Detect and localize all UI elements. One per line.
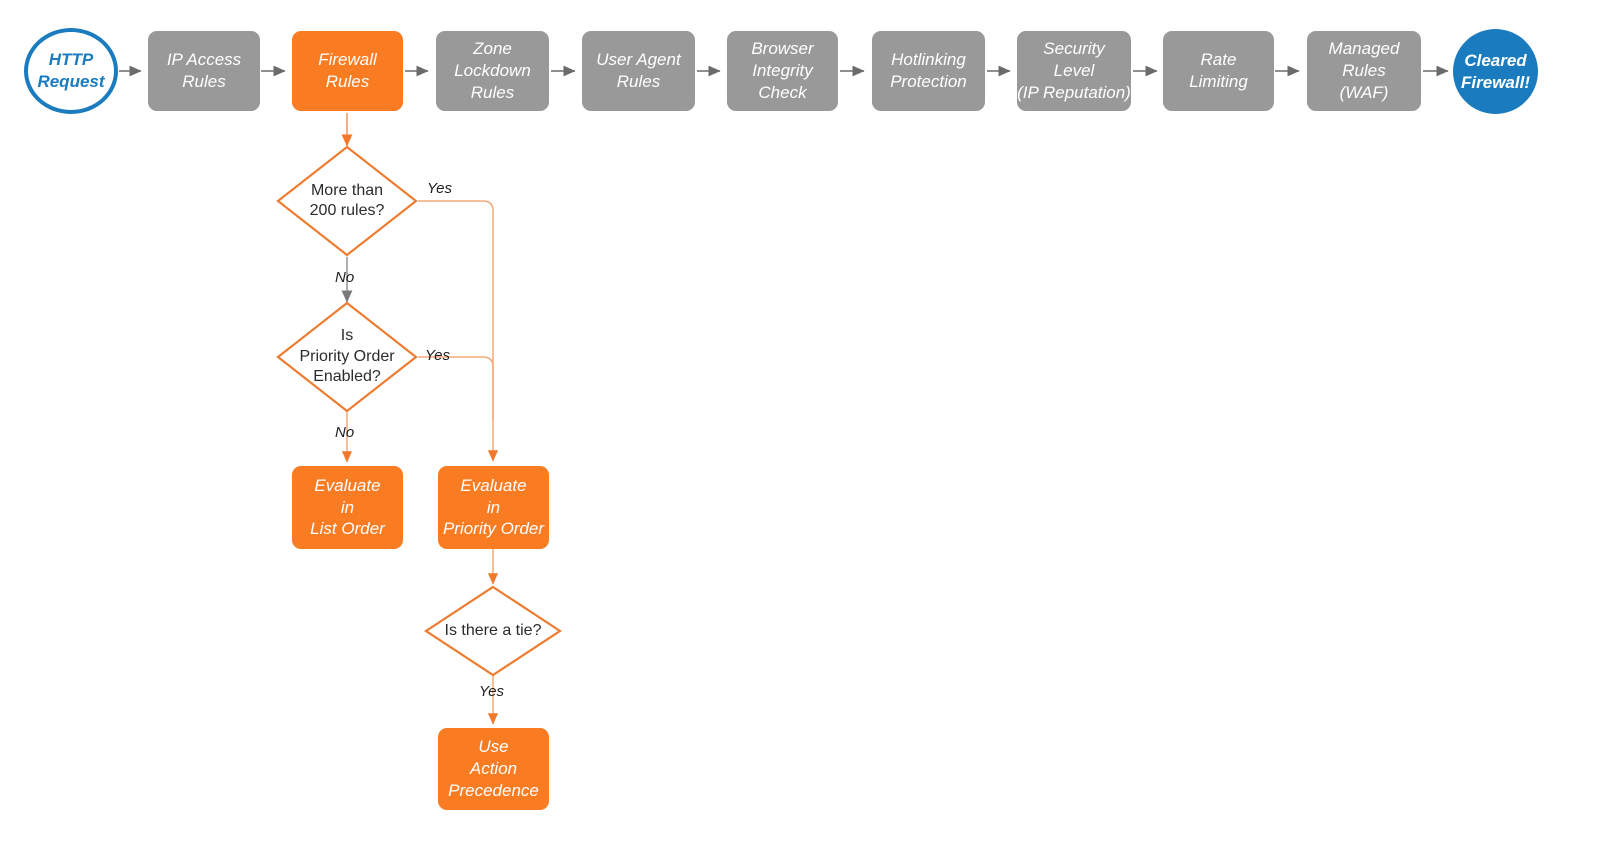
node-zone-lockdown-rules-label: Zone Lockdown Rules bbox=[454, 39, 531, 102]
node-use-action-precedence[interactable]: Use Action Precedence bbox=[438, 728, 549, 810]
node-browser-integrity-check-label: Browser Integrity Check bbox=[751, 39, 814, 102]
node-hotlinking-protection-label: Hotlinking Protection bbox=[890, 50, 967, 91]
node-is-there-a-tie[interactable]: Is there a tie? bbox=[424, 585, 562, 677]
node-http-request-label: HTTP Request bbox=[37, 50, 105, 91]
node-use-action-precedence-label: Use Action Precedence bbox=[448, 737, 539, 800]
node-evaluate-in-list-order[interactable]: Evaluate in List Order bbox=[292, 466, 403, 549]
edge-label-yes-tie: Yes bbox=[479, 683, 505, 700]
node-is-priority-order-enabled-label: Is Priority Order Enabled? bbox=[299, 327, 395, 386]
node-user-agent-rules[interactable]: User Agent Rules bbox=[582, 31, 695, 111]
node-browser-integrity-check[interactable]: Browser Integrity Check bbox=[727, 31, 838, 111]
node-zone-lockdown-rules[interactable]: Zone Lockdown Rules bbox=[436, 31, 549, 111]
diamond-shape bbox=[276, 145, 418, 257]
node-is-priority-order-enabled[interactable]: Is Priority Order Enabled? bbox=[276, 301, 418, 413]
diamond-shape bbox=[276, 301, 418, 413]
node-rate-limiting[interactable]: Rate Limiting bbox=[1163, 31, 1274, 111]
edge-label-yes-more-than-200: Yes bbox=[427, 180, 453, 197]
node-evaluate-in-priority-order[interactable]: Evaluate in Priority Order bbox=[438, 466, 549, 549]
node-user-agent-rules-label: User Agent Rules bbox=[596, 50, 681, 91]
node-rate-limiting-label: Rate Limiting bbox=[1189, 50, 1248, 91]
node-security-level-label: Security Level (IP Reputation) bbox=[1017, 39, 1131, 102]
node-cleared-firewall-label: Cleared Firewall! bbox=[1461, 50, 1530, 92]
node-firewall-rules[interactable]: Firewall Rules bbox=[292, 31, 403, 111]
node-more-than-200-rules-label: More than 200 rules? bbox=[309, 181, 385, 219]
node-hotlinking-protection[interactable]: Hotlinking Protection bbox=[872, 31, 985, 111]
edge-label-no-more-than-200: No bbox=[335, 269, 355, 286]
node-ip-access-rules-label: IP Access Rules bbox=[166, 50, 242, 91]
node-ip-access-rules[interactable]: IP Access Rules bbox=[148, 31, 260, 111]
diamond-shape bbox=[424, 585, 562, 677]
node-security-level[interactable]: Security Level (IP Reputation) bbox=[1017, 31, 1131, 111]
node-cleared-firewall[interactable]: Cleared Firewall! bbox=[1453, 29, 1538, 114]
node-managed-rules-waf-label: Managed Rules (WAF) bbox=[1328, 39, 1400, 102]
node-evaluate-in-priority-order-label: Evaluate in Priority Order bbox=[442, 475, 545, 539]
edge-label-yes-priority-order: Yes bbox=[425, 347, 451, 364]
node-more-than-200-rules[interactable]: More than 200 rules? bbox=[276, 145, 418, 257]
node-http-request[interactable]: HTTP Request bbox=[24, 28, 118, 114]
edge-label-no-priority-order: No bbox=[335, 424, 355, 441]
node-is-there-a-tie-label: Is there a tie? bbox=[444, 621, 542, 639]
node-firewall-rules-label: Firewall Rules bbox=[318, 50, 377, 91]
node-evaluate-in-list-order-label: Evaluate in List Order bbox=[310, 475, 385, 539]
node-managed-rules-waf[interactable]: Managed Rules (WAF) bbox=[1307, 31, 1421, 111]
